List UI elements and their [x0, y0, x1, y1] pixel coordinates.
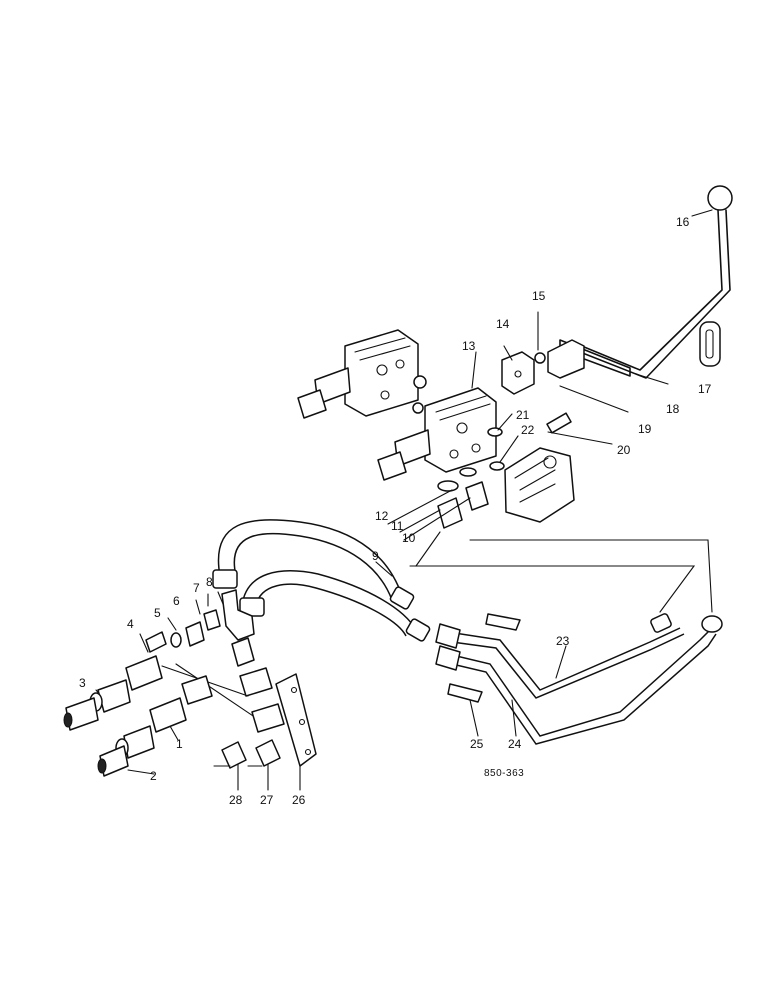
- bracket-hole: [514, 370, 522, 378]
- label-10: 10: [402, 531, 416, 545]
- linkage-bracket: [501, 351, 535, 395]
- label-5: 5: [154, 606, 161, 620]
- o-ring-12: [437, 480, 459, 492]
- mounting-bracket-26: [275, 673, 317, 767]
- label-26: 26: [292, 793, 306, 807]
- pivot-pin: [546, 412, 572, 434]
- valve-section-rear: [297, 329, 427, 419]
- pipe-clip-upper: [485, 613, 521, 631]
- label-2: 2: [150, 769, 157, 783]
- label-19: 19: [638, 422, 652, 436]
- fitting-10: [437, 497, 463, 529]
- label-20: 20: [617, 443, 631, 457]
- lever-guide-slot: [705, 329, 714, 359]
- callout-labels: 1 2 3 4 5 6 7 8 9 10 11 12 13 14 15 16 1…: [79, 215, 712, 807]
- clamp-27: [255, 739, 281, 767]
- valve-section-front: [377, 387, 497, 481]
- lever-knob: [707, 185, 733, 211]
- label-6: 6: [173, 594, 180, 608]
- adapter-7: [203, 609, 221, 631]
- label-25: 25: [470, 737, 484, 751]
- pivot-clip: [534, 352, 546, 364]
- label-27: 27: [260, 793, 274, 807]
- label-11: 11: [391, 519, 404, 533]
- label-12: 12: [375, 509, 389, 523]
- steel-pipes: [435, 613, 723, 745]
- elbow-8: [221, 589, 255, 641]
- fitting-11: [465, 481, 489, 511]
- label-23: 23: [556, 634, 570, 648]
- label-18: 18: [666, 402, 680, 416]
- reference-code: 850-363: [484, 768, 524, 779]
- label-9: 9: [372, 549, 379, 563]
- label-21: 21: [516, 408, 530, 422]
- label-14: 14: [496, 317, 510, 331]
- label-7: 7: [193, 581, 200, 595]
- o-ring-12b: [459, 467, 477, 477]
- clamp-28: [221, 741, 247, 769]
- label-8: 8: [206, 575, 213, 589]
- label-17: 17: [698, 382, 712, 396]
- end-cover-casting: [504, 447, 575, 523]
- lever-rod: [571, 209, 731, 379]
- lever-pivot-bracket: [547, 339, 585, 379]
- label-24: 24: [508, 737, 522, 751]
- hydraulic-hoses: [212, 519, 431, 642]
- label-28: 28: [229, 793, 243, 807]
- coupler-assembly: [63, 589, 255, 777]
- front-spool: [377, 451, 407, 481]
- washer-5: [170, 632, 182, 648]
- label-15: 15: [532, 289, 546, 303]
- o-ring-21a: [487, 427, 503, 437]
- o-ring-21b: [489, 461, 505, 471]
- rear-spool: [297, 389, 327, 419]
- label-13: 13: [462, 339, 476, 353]
- label-16: 16: [676, 215, 690, 229]
- label-3: 3: [79, 676, 86, 690]
- lever-guide-plate: [699, 321, 721, 367]
- label-22: 22: [521, 423, 535, 437]
- pipe-clip-lower: [447, 683, 483, 703]
- label-4: 4: [127, 617, 134, 631]
- adapter-6: [185, 621, 205, 647]
- control-lever-assembly: [534, 185, 733, 434]
- mounting-bracket-assembly: [213, 667, 317, 769]
- label-1: 1: [176, 737, 183, 751]
- elbow-8b: [231, 637, 255, 667]
